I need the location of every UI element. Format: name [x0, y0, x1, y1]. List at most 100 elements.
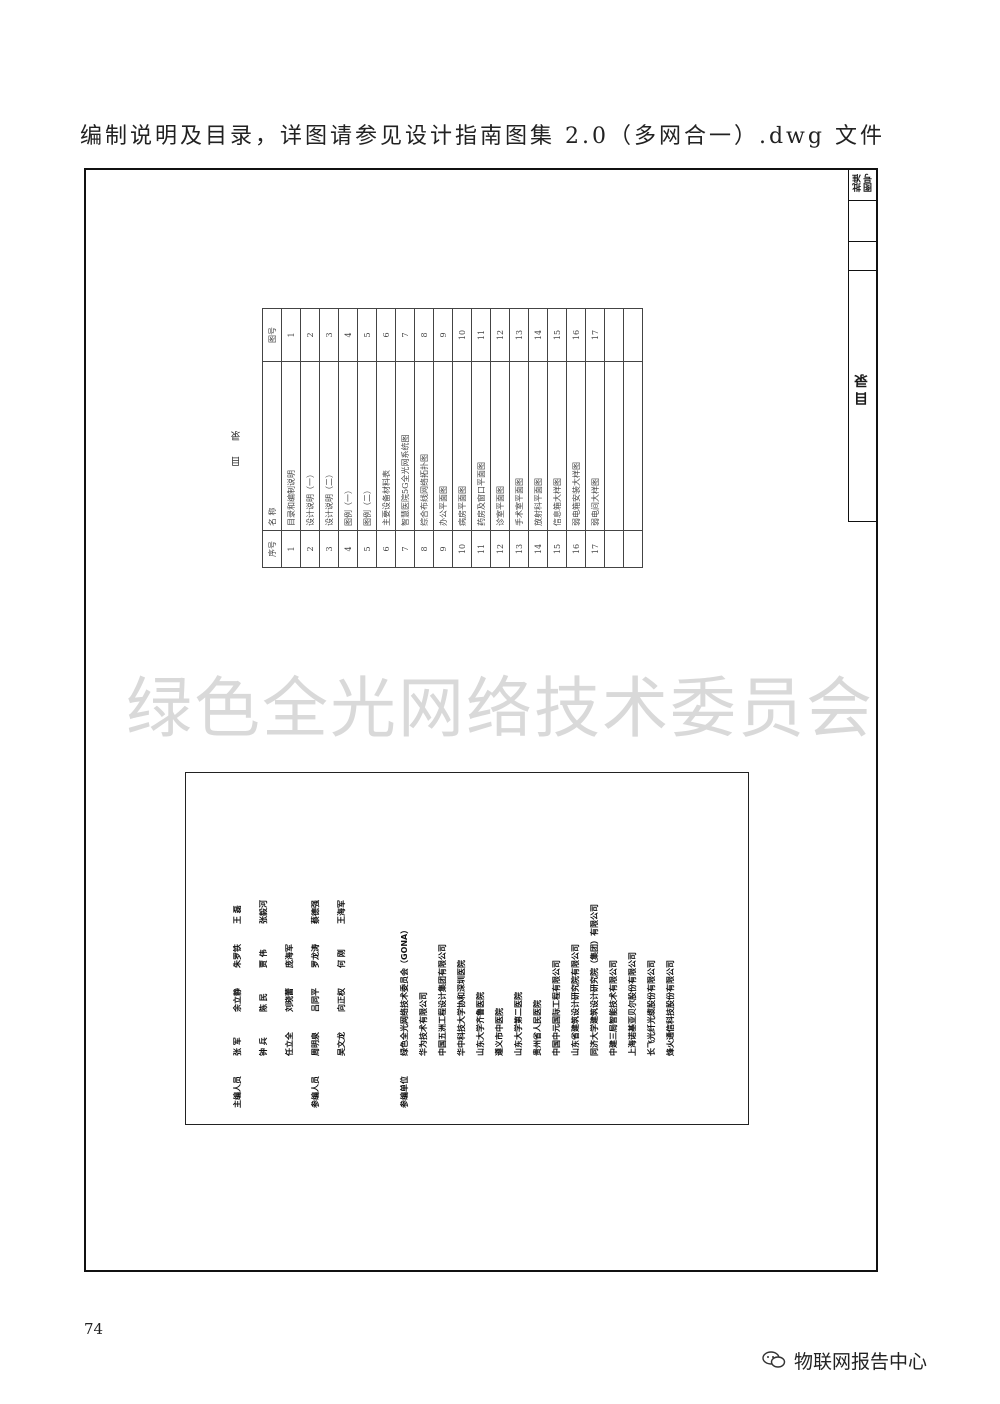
toc-page [623, 308, 643, 362]
toc-page: 15 [547, 308, 567, 362]
participating-units-label: 参编单位 [400, 1076, 409, 1108]
title-block-header: 批准 图号 [849, 170, 876, 242]
toc-name: 弱电箱安装大样图 [566, 361, 586, 531]
toc-name: 目录和编制说明 [281, 361, 301, 531]
toc-number: 15 [547, 530, 567, 568]
toc-page: 6 [376, 308, 396, 362]
toc-name: 病房平面图 [452, 361, 472, 531]
toc-number: 5 [357, 530, 377, 568]
chief-editor-name: 王 磊 [233, 905, 242, 924]
chief-editor-name: 钟 兵 [259, 1037, 268, 1056]
chief-editor-name: 张毅河 [259, 900, 268, 924]
chief-editors-label: 主编人员 [233, 1076, 242, 1108]
toc-name: 手术室平面图 [509, 361, 529, 531]
title-block-label-a: 批准 [853, 174, 863, 192]
toc-header-row: 序号名 称图号 [262, 308, 282, 568]
chief-editor-name: 任立全 [285, 1032, 294, 1056]
toc-page: 3 [319, 308, 339, 362]
title-block-divider [849, 270, 876, 271]
member-editor-name: 王海军 [337, 900, 346, 924]
chief-editors-row: 钟 兵 陈 民 贾 伟 张毅河 [258, 880, 269, 1056]
toc-page: 11 [471, 308, 491, 362]
participating-unit: 中国中元国际工程有限公司 [552, 960, 561, 1056]
participating-unit: 中国五洲工程设计集团有限公司 [438, 944, 447, 1056]
toc-name: 弱电间大样图 [585, 361, 605, 531]
toc-number: 12 [490, 530, 510, 568]
footer-account-name: 物联网报告中心 [794, 1350, 928, 1373]
toc-number: 序号 [262, 530, 282, 568]
toc-page: 8 [414, 308, 434, 362]
toc-page: 9 [433, 308, 453, 362]
toc-page: 7 [395, 308, 415, 362]
title-block-divider [849, 200, 876, 201]
toc-row [623, 308, 643, 568]
toc-name: 办公平面图 [433, 361, 453, 531]
participating-unit: 上海诺基亚贝尔股份有限公司 [628, 952, 637, 1056]
toc-name: 图例（二） [357, 361, 377, 531]
chief-editor-name: 庞海军 [285, 944, 294, 968]
participating-unit: 遵义市中医院 [495, 1008, 504, 1056]
chief-editor-name: 陈 民 [259, 993, 268, 1012]
toc-number: 16 [566, 530, 586, 568]
toc-page: 12 [490, 308, 510, 362]
toc-number [623, 530, 643, 568]
toc-number: 11 [471, 530, 491, 568]
member-editors-label: 参编人员 [311, 1076, 320, 1108]
toc-number: 9 [433, 530, 453, 568]
toc-name [623, 361, 643, 531]
participating-unit: 同济大学建筑设计研究院（集团）有限公司 [590, 904, 599, 1056]
toc-name: 图例（一） [338, 361, 358, 531]
participating-unit: 山东大学齐鲁医院 [476, 992, 485, 1056]
participating-unit: 烽火通信科技股份有限公司 [666, 960, 675, 1056]
toc-page: 13 [509, 308, 529, 362]
toc-name: 药房及窗口平面图 [471, 361, 491, 531]
toc-page: 14 [528, 308, 548, 362]
toc-row [604, 308, 624, 568]
chief-editors-row: 张 军余立静朱罗铁王 磊 [232, 880, 243, 1056]
toc-title: 目 录 [232, 425, 243, 467]
chief-editors-row: 任立全刘晓蕾庞海军 [284, 924, 295, 1056]
toc-page: 1 [281, 308, 301, 362]
toc-number [604, 530, 624, 568]
participating-unit: 长飞光纤光缆股份有限公司 [647, 960, 656, 1056]
participating-unit: 山东大学第二医院 [514, 992, 523, 1056]
toc-number: 8 [414, 530, 434, 568]
toc-page: 5 [357, 308, 377, 362]
member-editor-name: 蔡德强 [311, 900, 320, 924]
toc-page [604, 308, 624, 362]
toc-number: 17 [585, 530, 605, 568]
toc-number: 14 [528, 530, 548, 568]
toc-number: 13 [509, 530, 529, 568]
toc-name [604, 361, 624, 531]
member-editor-name: 向正权 [337, 988, 346, 1012]
watermark-text: 绿色全光网络技术委员会 [126, 670, 874, 747]
title-block: 批准 图号 目录 [848, 170, 876, 522]
toc-page: 17 [585, 308, 605, 362]
toc-number: 6 [376, 530, 396, 568]
toc-number: 7 [395, 530, 415, 568]
toc-name: 名 称 [262, 361, 282, 531]
title-block-title: 目录 [854, 370, 870, 406]
page-number: 74 [84, 1320, 104, 1338]
chief-editor-name: 刘晓蕾 [285, 988, 294, 1012]
chief-editor-name: 余立静 [233, 988, 242, 1012]
toc-number: 2 [300, 530, 320, 568]
participating-unit: 山东省建筑设计研究院有限公司 [571, 944, 580, 1056]
participating-unit: 华中科技大学协和深圳医院 [457, 960, 466, 1056]
member-editors-row: 吴文龙向正权何 刚王海军 [336, 880, 347, 1056]
participating-unit: 贵州省人民医院 [533, 1000, 542, 1056]
chief-editor-name: 贾 伟 [259, 949, 268, 968]
member-editor-name: 何 刚 [337, 949, 346, 968]
member-editors-row: 周明泉吕同平罗龙涛蔡德强 [310, 880, 321, 1056]
